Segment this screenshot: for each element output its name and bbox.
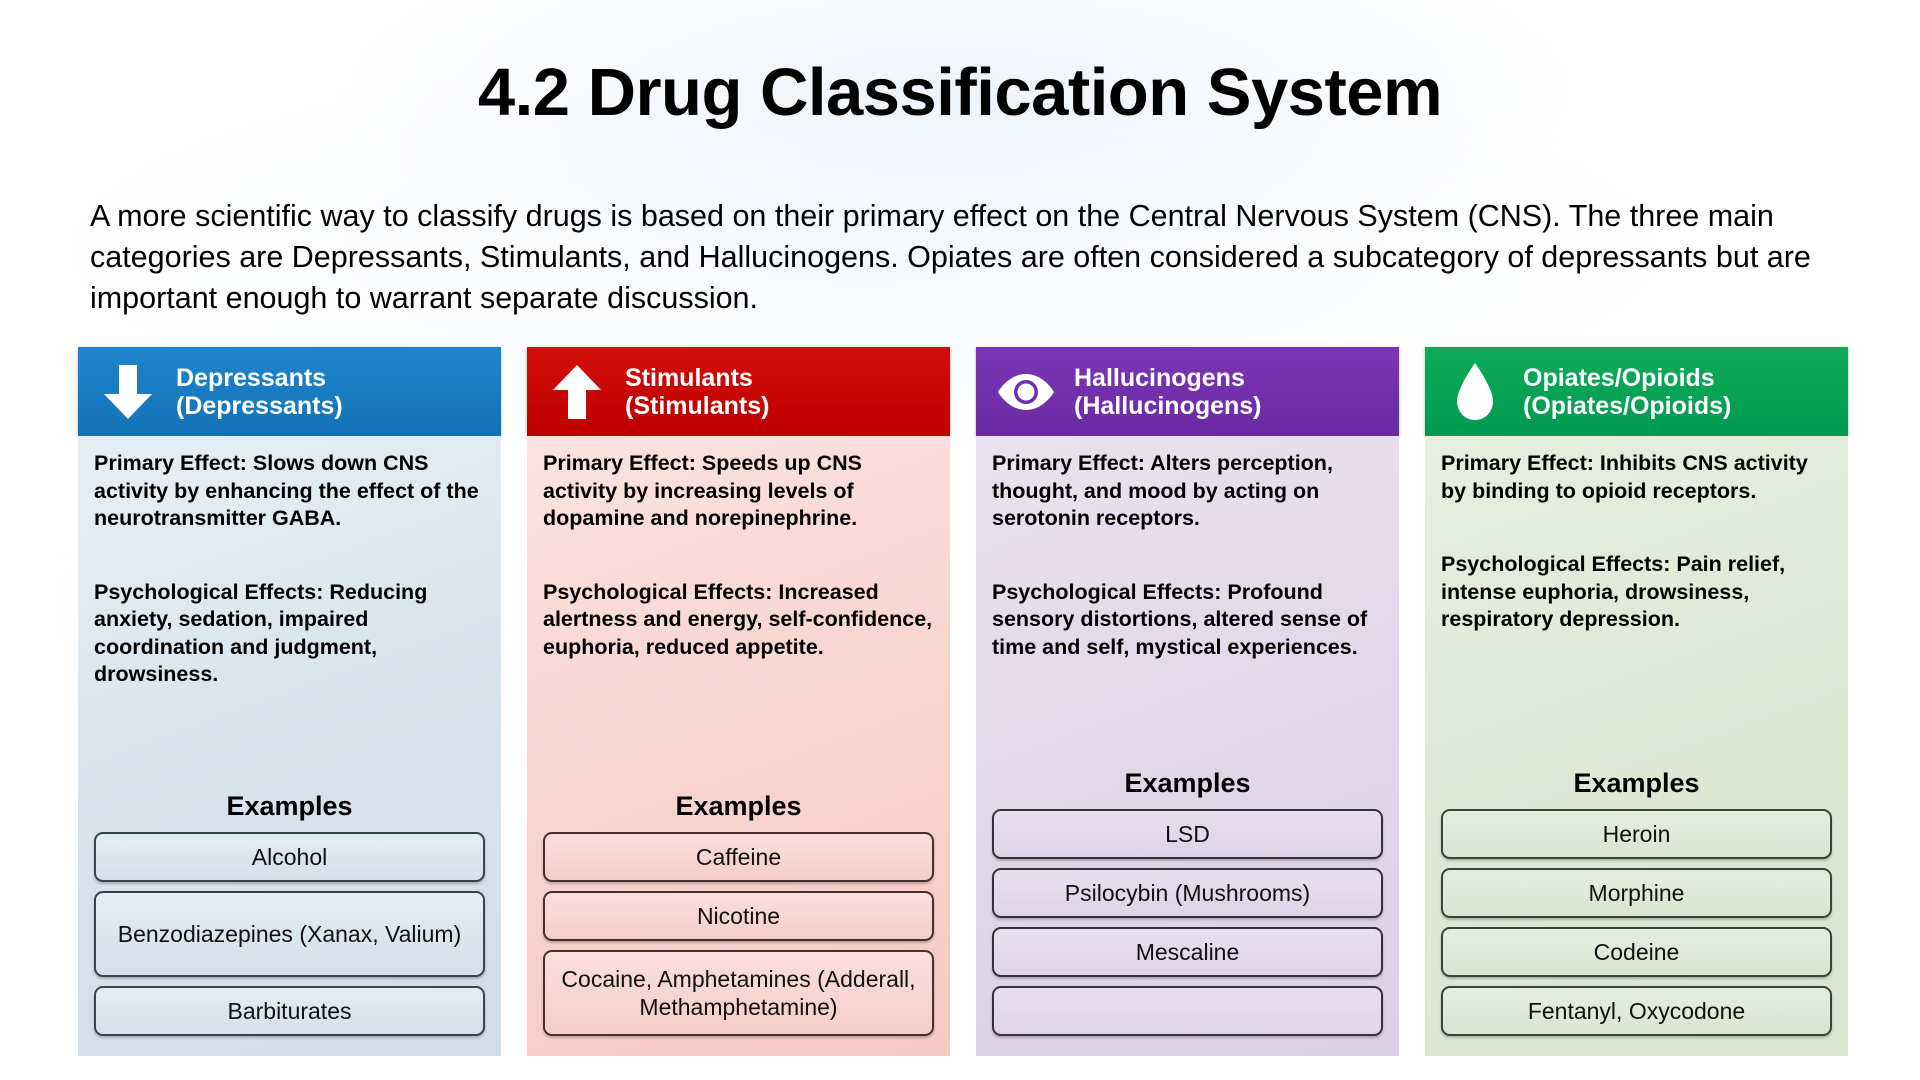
card-body-stimulants: Primary Effect: Speeds up CNS activity b…	[527, 436, 950, 1056]
card-title-depressants: Depressants (Depressants)	[176, 364, 343, 420]
card-title-line1: Stimulants	[625, 363, 753, 392]
page-title: 4.2 Drug Classification System	[477, 55, 1443, 130]
list-item[interactable]: Psilocybin (Mushrooms)	[992, 868, 1383, 918]
list-item[interactable]: Heroin	[1441, 809, 1832, 859]
card-title-opiates-opioids: Opiates/Opioids (Opiates/Opioids)	[1523, 364, 1731, 420]
examples-list: Caffeine Nicotine Cocaine, Amphetamines …	[543, 832, 934, 1042]
list-item[interactable]: Barbiturates	[94, 986, 485, 1036]
card-title-line2: (Depressants)	[176, 391, 343, 420]
psychological-effects-text: Psychological Effects: Increased alertne…	[543, 579, 933, 659]
card-title-stimulants: Stimulants (Stimulants)	[625, 364, 769, 420]
up-arrow-icon	[545, 361, 609, 423]
list-item[interactable]: Cocaine, Amphetamines (Adderall, Methamp…	[543, 950, 934, 1036]
list-item[interactable]: Mescaline	[992, 927, 1383, 977]
card-hallucinogens[interactable]: Hallucinogens (Hallucinogens) Primary Ef…	[976, 347, 1399, 1056]
card-title-line2: (Opiates/Opioids)	[1523, 391, 1732, 420]
primary-effect-text: Primary Effect: Alters perception, thoug…	[992, 451, 1333, 530]
card-body-depressants: Primary Effect: Slows down CNS activity …	[78, 436, 501, 1056]
card-header-opiates-opioids: Opiates/Opioids (Opiates/Opioids)	[1425, 347, 1848, 436]
card-opiates-opioids[interactable]: Opiates/Opioids (Opiates/Opioids) Primar…	[1425, 347, 1848, 1056]
list-item[interactable]: LSD	[992, 809, 1383, 859]
card-title-line2: (Stimulants)	[625, 391, 770, 420]
card-title-line1: Opiates/Opioids	[1523, 363, 1715, 392]
examples-list: LSD Psilocybin (Mushrooms) Mescaline	[992, 809, 1383, 1042]
list-item[interactable]: Benzodiazepines (Xanax, Valium)	[94, 891, 485, 977]
list-item[interactable]: Caffeine	[543, 832, 934, 882]
list-item[interactable]	[992, 986, 1383, 1036]
psychological-effects-text: Psychological Effects: Pain relief, inte…	[1441, 552, 1786, 631]
down-arrow-icon	[96, 361, 160, 423]
examples-heading: Examples	[1124, 768, 1251, 798]
examples-list: Alcohol Benzodiazepines (Xanax, Valium) …	[94, 832, 485, 1042]
card-header-depressants: Depressants (Depressants)	[78, 347, 501, 436]
drug-category-cards: Depressants (Depressants) Primary Effect…	[78, 347, 1848, 1056]
card-stimulants[interactable]: Stimulants (Stimulants) Primary Effect: …	[527, 347, 950, 1056]
examples-heading: Examples	[1573, 768, 1700, 798]
card-header-stimulants: Stimulants (Stimulants)	[527, 347, 950, 436]
examples-heading: Examples	[675, 791, 802, 821]
card-body-opiates-opioids: Primary Effect: Inhibits CNS activity by…	[1425, 436, 1848, 1056]
examples-heading: Examples	[226, 791, 353, 821]
eye-icon	[994, 368, 1058, 416]
droplet-icon	[1443, 360, 1507, 424]
card-title-hallucinogens: Hallucinogens (Hallucinogens)	[1074, 364, 1262, 420]
primary-effect-text: Primary Effect: Slows down CNS activity …	[94, 451, 479, 530]
list-item[interactable]: Alcohol	[94, 832, 485, 882]
card-body-hallucinogens: Primary Effect: Alters perception, thoug…	[976, 436, 1399, 1056]
list-item[interactable]: Nicotine	[543, 891, 934, 941]
card-title-line1: Hallucinogens	[1074, 363, 1245, 392]
examples-list: Heroin Morphine Codeine Fentanyl, Oxycod…	[1441, 809, 1832, 1042]
list-item[interactable]: Morphine	[1441, 868, 1832, 918]
card-title-line2: (Hallucinogens)	[1074, 391, 1262, 420]
psychological-effects-text: Psychological Effects: Profound sensory …	[992, 579, 1368, 659]
card-depressants[interactable]: Depressants (Depressants) Primary Effect…	[78, 347, 501, 1056]
card-title-line1: Depressants	[176, 363, 327, 392]
list-item[interactable]: Codeine	[1441, 927, 1832, 977]
primary-effect-text: Primary Effect: Inhibits CNS activity by…	[1441, 451, 1808, 503]
intro-paragraph: A more scientific way to classify drugs …	[90, 199, 1811, 315]
list-item[interactable]: Fentanyl, Oxycodone	[1441, 986, 1832, 1036]
psychological-effects-text: Psychological Effects: Reducing anxiety,…	[94, 579, 428, 687]
primary-effect-text: Primary Effect: Speeds up CNS activity b…	[543, 451, 863, 530]
card-header-hallucinogens: Hallucinogens (Hallucinogens)	[976, 347, 1399, 436]
